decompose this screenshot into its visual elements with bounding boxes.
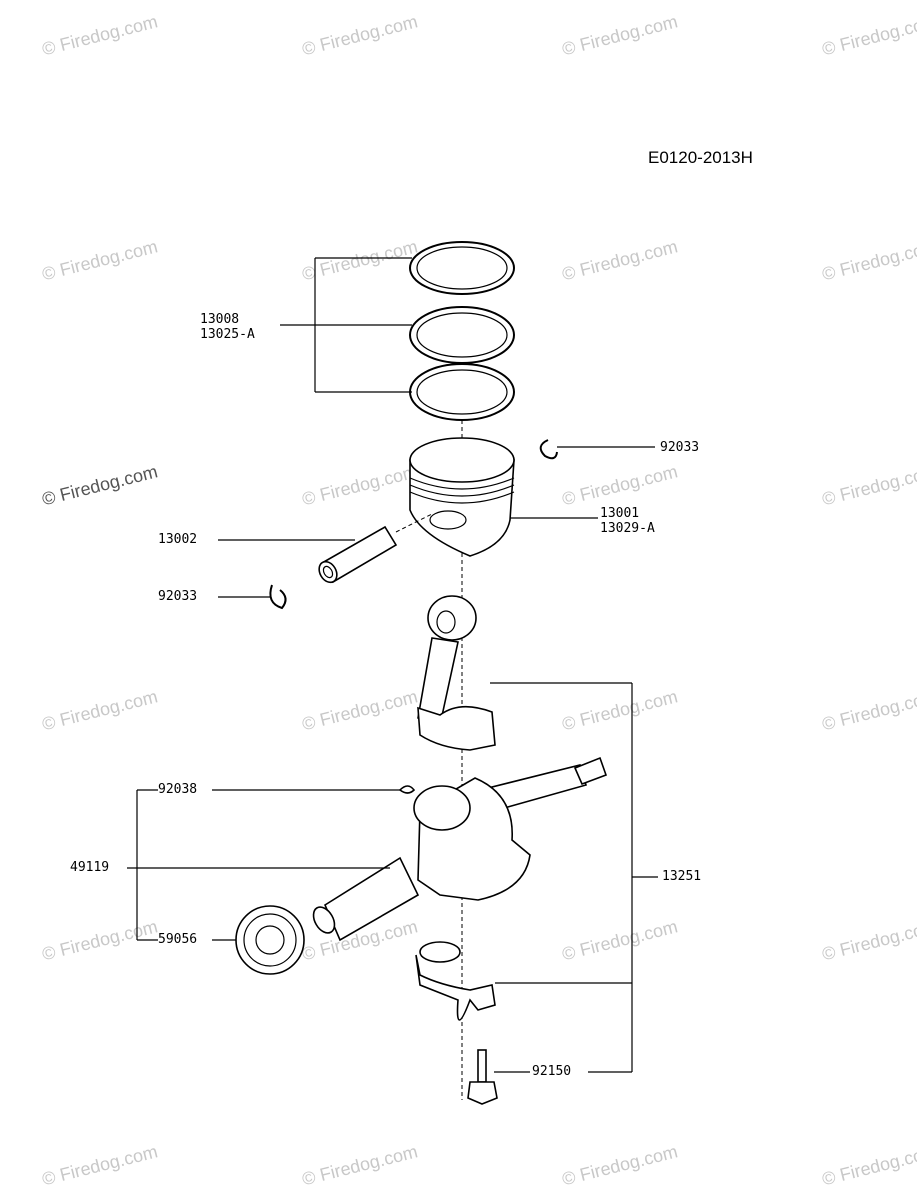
piston-rings[interactable] bbox=[409, 241, 515, 421]
piston-ring-2[interactable] bbox=[409, 306, 515, 364]
piston-pin[interactable] bbox=[316, 525, 398, 586]
piston-ring-3[interactable] bbox=[409, 363, 515, 421]
crankshaft[interactable] bbox=[309, 756, 608, 942]
part-label-92033-top[interactable]: 92033 bbox=[660, 440, 700, 455]
part-label-59056[interactable]: 59056 bbox=[158, 932, 198, 947]
part-label-92150[interactable]: 92150 bbox=[532, 1064, 572, 1079]
piston-ring-2-inner bbox=[416, 312, 508, 358]
piston-ring-1[interactable] bbox=[409, 241, 515, 295]
diagram-code: E0120-2013H bbox=[648, 148, 753, 167]
part-label-49119[interactable]: 49119 bbox=[70, 860, 110, 875]
part-label-13001[interactable]: 13001 bbox=[600, 506, 640, 521]
rod-bolt[interactable] bbox=[467, 1049, 498, 1105]
part-label-13008[interactable]: 13008 bbox=[200, 312, 240, 327]
piston[interactable] bbox=[409, 437, 515, 557]
connecting-rod-cap[interactable] bbox=[415, 941, 496, 1021]
circlip-bottom[interactable] bbox=[269, 584, 287, 610]
part-label-13002[interactable]: 13002 bbox=[158, 532, 198, 547]
connecting-rod[interactable] bbox=[417, 595, 496, 751]
piston-ring-3-inner bbox=[416, 369, 508, 415]
piston-ring-1-inner bbox=[416, 246, 508, 290]
circlip-top[interactable] bbox=[539, 439, 558, 460]
woodruff-key[interactable] bbox=[398, 785, 416, 794]
drive-gear[interactable] bbox=[235, 905, 305, 975]
part-label-92038[interactable]: 92038 bbox=[158, 782, 198, 797]
part-label-13025-a[interactable]: 13025-A bbox=[200, 327, 255, 342]
part-label-92033-bottom[interactable]: 92033 bbox=[158, 589, 198, 604]
part-label-13251[interactable]: 13251 bbox=[662, 869, 702, 884]
leader-lines bbox=[127, 257, 658, 1073]
part-label-13029-a[interactable]: 13029-A bbox=[600, 521, 655, 536]
